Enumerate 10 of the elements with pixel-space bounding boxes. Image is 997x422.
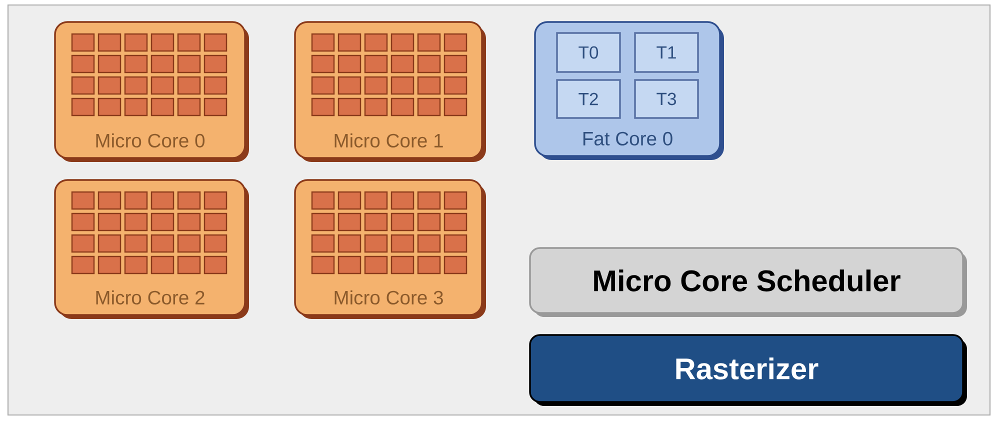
thread-box: T3 bbox=[634, 79, 699, 119]
thread-box: T2 bbox=[556, 79, 621, 119]
scheduler-box: Micro Core Scheduler bbox=[529, 247, 967, 317]
micro-core-box: Micro Core 2 bbox=[54, 179, 249, 319]
micro-core-box: Micro Core 0 bbox=[54, 21, 249, 162]
micro-core-box: Micro Core 1 bbox=[294, 21, 486, 162]
thread-box: T0 bbox=[556, 32, 621, 73]
micro-core-box: Micro Core 3 bbox=[294, 179, 486, 319]
thread-box: T1 bbox=[634, 32, 699, 73]
rasterizer-box: Rasterizer bbox=[529, 334, 967, 406]
